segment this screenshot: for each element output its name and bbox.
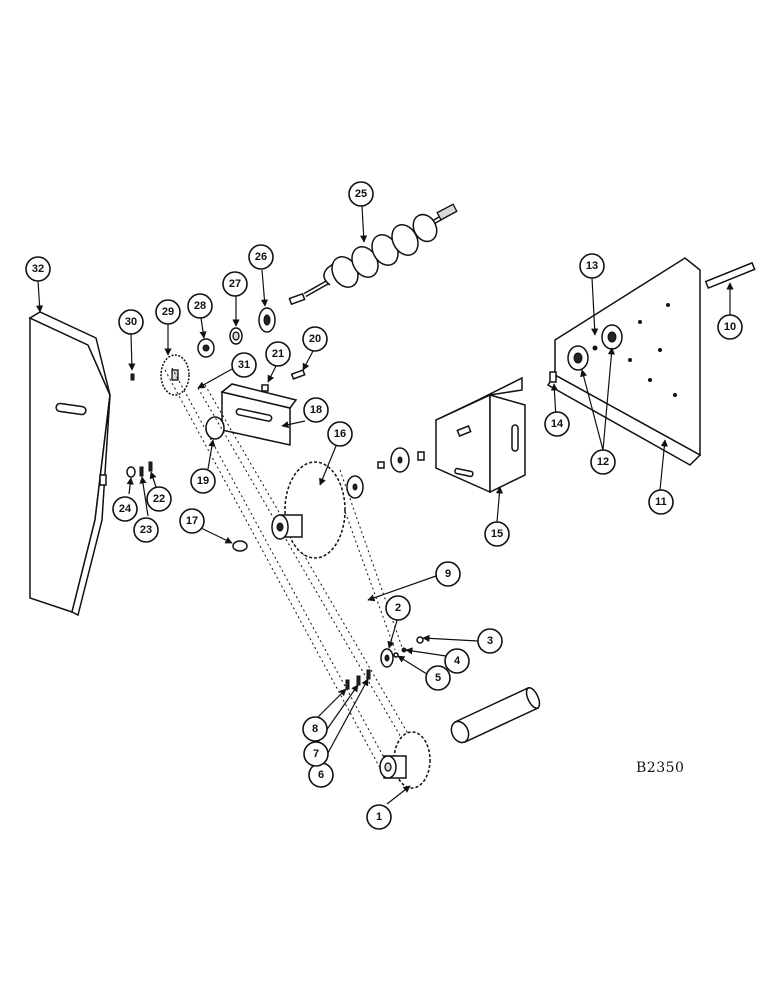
svg-text:30: 30 bbox=[125, 316, 137, 328]
svg-text:21: 21 bbox=[272, 348, 284, 360]
svg-text:10: 10 bbox=[724, 321, 736, 333]
idler-bracket bbox=[220, 383, 298, 446]
svg-text:8: 8 bbox=[312, 723, 318, 735]
rod bbox=[704, 261, 756, 290]
callout-16: 16 bbox=[327, 421, 353, 447]
callout-12: 12 bbox=[590, 449, 616, 475]
bearing-housing-box bbox=[435, 376, 526, 494]
auger-shaft bbox=[303, 203, 458, 298]
svg-text:25: 25 bbox=[355, 188, 367, 200]
svg-text:9: 9 bbox=[445, 568, 451, 580]
callout-22: 22 bbox=[146, 486, 172, 512]
callout-11: 11 bbox=[648, 489, 674, 515]
svg-text:16: 16 bbox=[334, 428, 346, 440]
callout-28: 28 bbox=[187, 293, 213, 319]
callout-8: 8 bbox=[302, 716, 328, 742]
svg-text:15: 15 bbox=[491, 528, 503, 540]
callout-24: 24 bbox=[112, 496, 138, 522]
svg-text:3: 3 bbox=[487, 635, 493, 647]
callout-5: 5 bbox=[425, 665, 451, 691]
tube bbox=[450, 687, 541, 744]
drive-chain bbox=[164, 367, 429, 771]
lock-collar bbox=[197, 338, 215, 358]
svg-text:27: 27 bbox=[229, 278, 241, 290]
svg-text:32: 32 bbox=[32, 263, 44, 275]
callout-1: 1 bbox=[366, 804, 392, 830]
svg-text:2: 2 bbox=[395, 602, 401, 614]
svg-text:1: 1 bbox=[376, 811, 382, 823]
svg-text:17: 17 bbox=[186, 515, 198, 527]
bearing-flange bbox=[258, 307, 276, 333]
bearing-insert bbox=[229, 327, 243, 345]
callout-19: 19 bbox=[190, 468, 216, 494]
svg-text:4: 4 bbox=[454, 655, 461, 667]
callout-13: 13 bbox=[579, 253, 605, 279]
svg-text:29: 29 bbox=[162, 306, 174, 318]
callout-3: 3 bbox=[477, 628, 503, 654]
shield-cover bbox=[28, 311, 111, 617]
svg-text:19: 19 bbox=[197, 475, 209, 487]
svg-text:12: 12 bbox=[597, 456, 609, 468]
callout-32: 32 bbox=[25, 256, 51, 282]
large-sprocket bbox=[271, 461, 346, 559]
svg-text:22: 22 bbox=[153, 493, 165, 505]
callout-21: 21 bbox=[265, 341, 291, 367]
svg-text:20: 20 bbox=[309, 333, 321, 345]
drawing-code: B2350 bbox=[636, 760, 685, 776]
callout-20: 20 bbox=[302, 326, 328, 352]
callout-31: 31 bbox=[231, 352, 257, 378]
svg-text:5: 5 bbox=[435, 672, 441, 684]
svg-text:14: 14 bbox=[551, 418, 564, 430]
side-plate bbox=[546, 257, 702, 466]
callout-14: 14 bbox=[544, 411, 570, 437]
svg-text:13: 13 bbox=[586, 260, 598, 272]
callout-2: 2 bbox=[385, 595, 411, 621]
callout-17: 17 bbox=[179, 508, 205, 534]
callout-18: 18 bbox=[303, 397, 329, 423]
callout-4: 4 bbox=[444, 648, 470, 674]
drive-sprocket bbox=[379, 731, 431, 789]
callout-29: 29 bbox=[155, 299, 181, 325]
svg-text:7: 7 bbox=[313, 748, 319, 760]
callout-15: 15 bbox=[484, 521, 510, 547]
svg-text:28: 28 bbox=[194, 300, 206, 312]
callout-27: 27 bbox=[222, 271, 248, 297]
leader-lines bbox=[35, 205, 734, 805]
svg-text:18: 18 bbox=[310, 404, 322, 416]
svg-text:26: 26 bbox=[255, 251, 267, 263]
svg-text:23: 23 bbox=[140, 524, 152, 536]
callout-6: 6 bbox=[308, 762, 334, 788]
svg-text:24: 24 bbox=[119, 503, 132, 515]
callout-30: 30 bbox=[118, 309, 144, 335]
upper-sprocket bbox=[160, 354, 190, 396]
callout-7: 7 bbox=[303, 741, 329, 767]
svg-text:6: 6 bbox=[318, 769, 324, 781]
callout-26: 26 bbox=[248, 244, 274, 270]
callout-9: 9 bbox=[435, 561, 461, 587]
callout-10: 10 bbox=[717, 314, 743, 340]
svg-text:11: 11 bbox=[655, 496, 667, 508]
callout-25: 25 bbox=[348, 181, 374, 207]
svg-text:31: 31 bbox=[238, 359, 250, 371]
callout-23: 23 bbox=[133, 517, 159, 543]
idler-sprocket bbox=[205, 416, 225, 440]
